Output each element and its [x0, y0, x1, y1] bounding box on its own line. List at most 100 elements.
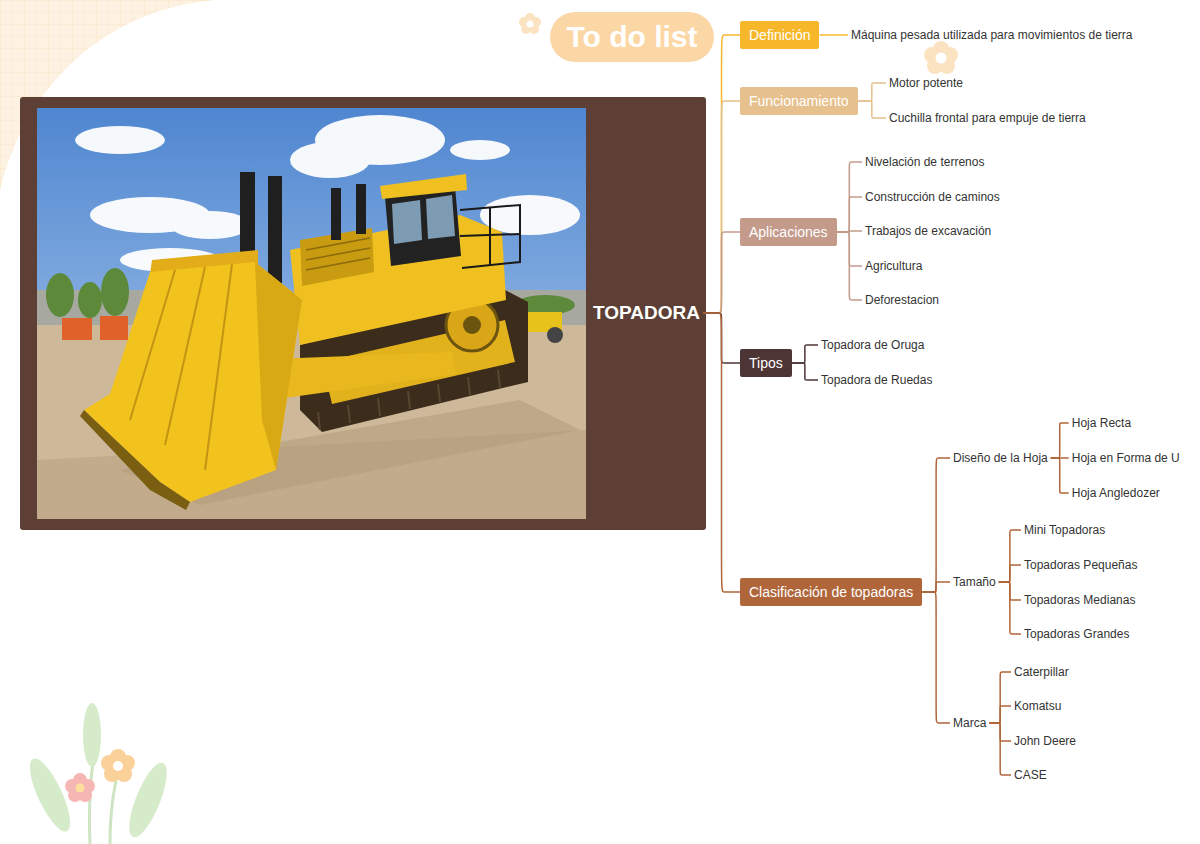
bulldozer-photo — [100, 316, 128, 340]
bulldozer-photo — [331, 188, 341, 240]
bulldozer-photo — [170, 211, 250, 239]
bulldozer-photo — [306, 238, 370, 270]
flower-decoration — [527, 21, 534, 28]
leaf-text: Topadora de Oruga — [818, 337, 927, 354]
leaf-text: Deforestacion — [862, 292, 942, 309]
branch-connector — [999, 565, 1021, 582]
bulldozer-photo — [392, 200, 422, 244]
node-text: Topadora de Oruga — [821, 338, 924, 353]
plant-decoration — [76, 784, 85, 793]
node-text: Motor potente — [889, 76, 963, 91]
leaf-text: Diseño de la Hoja — [950, 450, 1051, 467]
node-text: Aplicaciones — [749, 223, 828, 241]
node-text: Topadora de Ruedas — [821, 373, 932, 388]
photo-panel — [20, 97, 706, 530]
flower-decoration — [936, 53, 947, 64]
bulldozer-photo — [62, 316, 128, 340]
plant-decoration — [22, 703, 174, 844]
topic-box: Clasificación de topadoras — [740, 578, 922, 606]
node-text: Topadoras Pequeñas — [1024, 558, 1137, 573]
branch-connector — [792, 345, 818, 363]
plant-decoration — [83, 703, 101, 767]
node-text: Deforestacion — [865, 293, 939, 308]
bulldozer-photo — [385, 186, 461, 266]
node-text: Hoja en Forma de U — [1072, 451, 1180, 466]
bulldozer-photo — [348, 405, 350, 423]
topic-box: Aplicaciones — [740, 218, 837, 246]
branch-connector — [999, 530, 1021, 582]
branch-connector — [989, 672, 1011, 723]
leaf-text: Mini Topadoras — [1021, 522, 1108, 539]
bulldozer-photo — [498, 370, 500, 388]
node-text: Marca — [953, 716, 986, 731]
node-text: Topadoras Medianas — [1024, 593, 1135, 608]
bulldozer-photo — [130, 270, 175, 420]
leaf-text: Topadora de Ruedas — [818, 372, 935, 389]
leaf-text: Caterpillar — [1011, 664, 1072, 681]
branch-connector — [1051, 458, 1069, 493]
root-topic: TOPADORA — [590, 300, 703, 326]
leaf-text: Marca — [950, 715, 989, 732]
node-text: Hoja Recta — [1072, 416, 1131, 431]
branch-connector — [922, 582, 950, 592]
bulldozer-photo — [356, 184, 366, 234]
node-text: Tamaño — [953, 575, 996, 590]
bulldozer-photo — [438, 384, 440, 402]
bulldozer-photo — [306, 258, 370, 270]
branch-connector — [858, 83, 886, 101]
bulldozer-photo — [468, 377, 470, 395]
leaf-text: Komatsu — [1011, 698, 1064, 715]
bulldozer-photo — [37, 108, 586, 519]
branch-connector — [703, 313, 740, 592]
node-text: Caterpillar — [1014, 665, 1069, 680]
node-text: Hoja Angledozer — [1072, 486, 1160, 501]
topic-box: Definición — [740, 21, 819, 49]
node-text: Nivelación de terrenos — [865, 155, 984, 170]
bulldozer-photo — [547, 327, 563, 343]
watermark-text: To do list — [566, 20, 697, 54]
bulldozer-photo — [37, 108, 586, 519]
bulldozer-photo — [205, 264, 232, 470]
branch-connector — [703, 101, 740, 313]
plant-decoration — [113, 761, 123, 771]
bulldozer-photo — [463, 316, 481, 334]
leaf-text: Topadoras Medianas — [1021, 592, 1138, 609]
branch-connector — [837, 232, 862, 300]
leaf-text: Motor potente — [886, 75, 966, 92]
watermark-pill — [550, 12, 714, 62]
node-text: Máquina pesada utilizada para movimiento… — [851, 28, 1133, 43]
leaf-text: Topadoras Pequeñas — [1021, 557, 1140, 574]
node-text: Tipos — [749, 354, 783, 372]
bulldozer-photo — [255, 262, 302, 470]
bulldozer-photo — [130, 264, 232, 470]
node-text: Diseño de la Hoja — [953, 451, 1048, 466]
bulldozer-photo — [62, 318, 92, 340]
branch-connector — [1051, 423, 1069, 458]
plant-decoration — [101, 749, 135, 782]
bulldozer-photo — [460, 234, 520, 236]
branch-connector — [703, 232, 740, 313]
branch-connector — [999, 582, 1021, 634]
bulldozer-photo — [380, 174, 467, 199]
node-text: Funcionamiento — [749, 92, 849, 110]
branch-connector — [703, 35, 740, 313]
branch-connector — [837, 197, 862, 232]
node-text: Agricultura — [865, 259, 922, 274]
bulldozer-photo — [101, 268, 129, 316]
bulldozer-photo — [78, 282, 102, 318]
branch-connector — [989, 723, 1011, 775]
leaf-text: Hoja Recta — [1069, 415, 1134, 432]
branch-connector — [922, 592, 950, 723]
bulldozer-photo — [46, 273, 74, 317]
bulldozer-photo — [318, 412, 320, 430]
branch-connector — [922, 458, 950, 592]
leaf-text: Topadoras Grandes — [1021, 626, 1132, 643]
leaf-text: Trabajos de excavación — [862, 223, 994, 240]
watermark-pill — [550, 12, 714, 62]
node-text: Topadoras Grandes — [1024, 627, 1129, 642]
